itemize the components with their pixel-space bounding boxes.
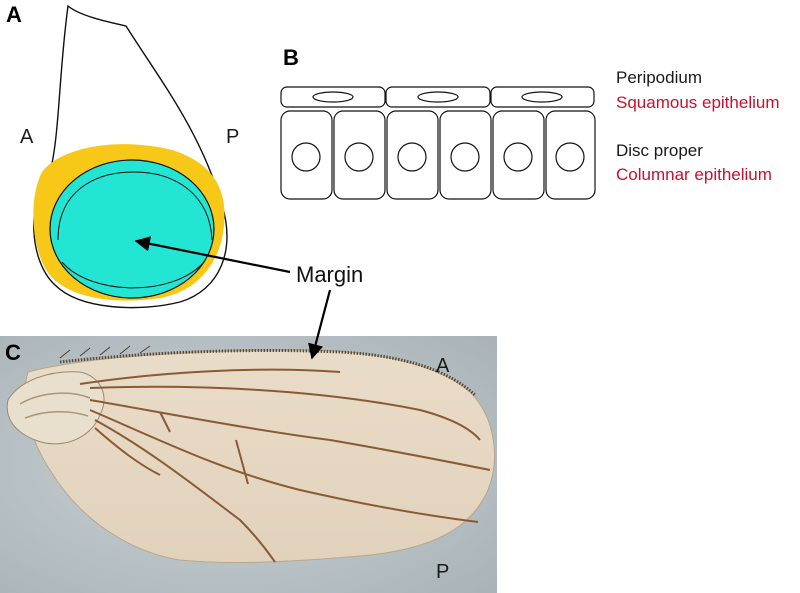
panel-a: A A P	[6, 2, 239, 309]
wing-anterior-margin	[59, 348, 477, 397]
columnar-nucleus	[291, 142, 321, 172]
panel-b-letter: B	[283, 45, 299, 70]
columnar-nucleus	[555, 142, 585, 172]
columnar-nucleus	[344, 142, 374, 172]
squamous-nucleus	[312, 91, 354, 103]
arrow-to-wing-margin	[308, 289, 332, 360]
pouch-inner-fold-lower	[61, 261, 205, 289]
vein-l1-costal	[79, 368, 341, 385]
margin-callout: Margin	[134, 236, 363, 360]
panel-c-letter: C	[5, 340, 21, 365]
vein-l3	[89, 399, 491, 471]
wing-posterior-label: P	[436, 561, 449, 583]
disc-anterior-label: A	[20, 126, 34, 148]
squamous-epithelium-label: Squamous epithelium	[616, 93, 779, 112]
peripodium-label: Peripodium	[616, 68, 702, 87]
columnar-cell-row	[280, 110, 596, 200]
panel-c: C A P	[0, 336, 497, 593]
wing-pouch	[49, 159, 215, 299]
squamous-nucleus	[417, 91, 459, 103]
cross-vein-posterior	[235, 439, 249, 485]
cross-vein-anterior	[159, 411, 171, 433]
squamous-nucleus	[521, 91, 563, 103]
disc-posterior-label: P	[226, 126, 239, 148]
columnar-nucleus	[450, 142, 480, 172]
panel-b: B Peripodium Squamous epithelium	[280, 45, 779, 200]
vein-l6-stub	[94, 427, 161, 476]
vein-l5	[94, 419, 276, 563]
panel-a-letter: A	[6, 2, 22, 27]
wing-costal-bristles	[59, 345, 151, 359]
margin-label: Margin	[296, 262, 363, 287]
vein-l2	[89, 385, 481, 441]
squamous-cell-row	[280, 86, 595, 108]
columnar-epithelium-label: Columnar epithelium	[616, 165, 772, 184]
vein-l4	[89, 409, 479, 523]
wing-hinge-sclerite	[19, 392, 91, 419]
wing-anterior-label: A	[436, 355, 450, 377]
pouch-inner-fold-upper	[57, 171, 213, 241]
arrow-to-disc-margin	[134, 236, 291, 274]
wing-veins	[79, 368, 491, 563]
disc-proper-label: Disc proper	[616, 141, 703, 160]
columnar-nucleus	[397, 142, 427, 172]
columnar-nucleus	[503, 142, 533, 172]
